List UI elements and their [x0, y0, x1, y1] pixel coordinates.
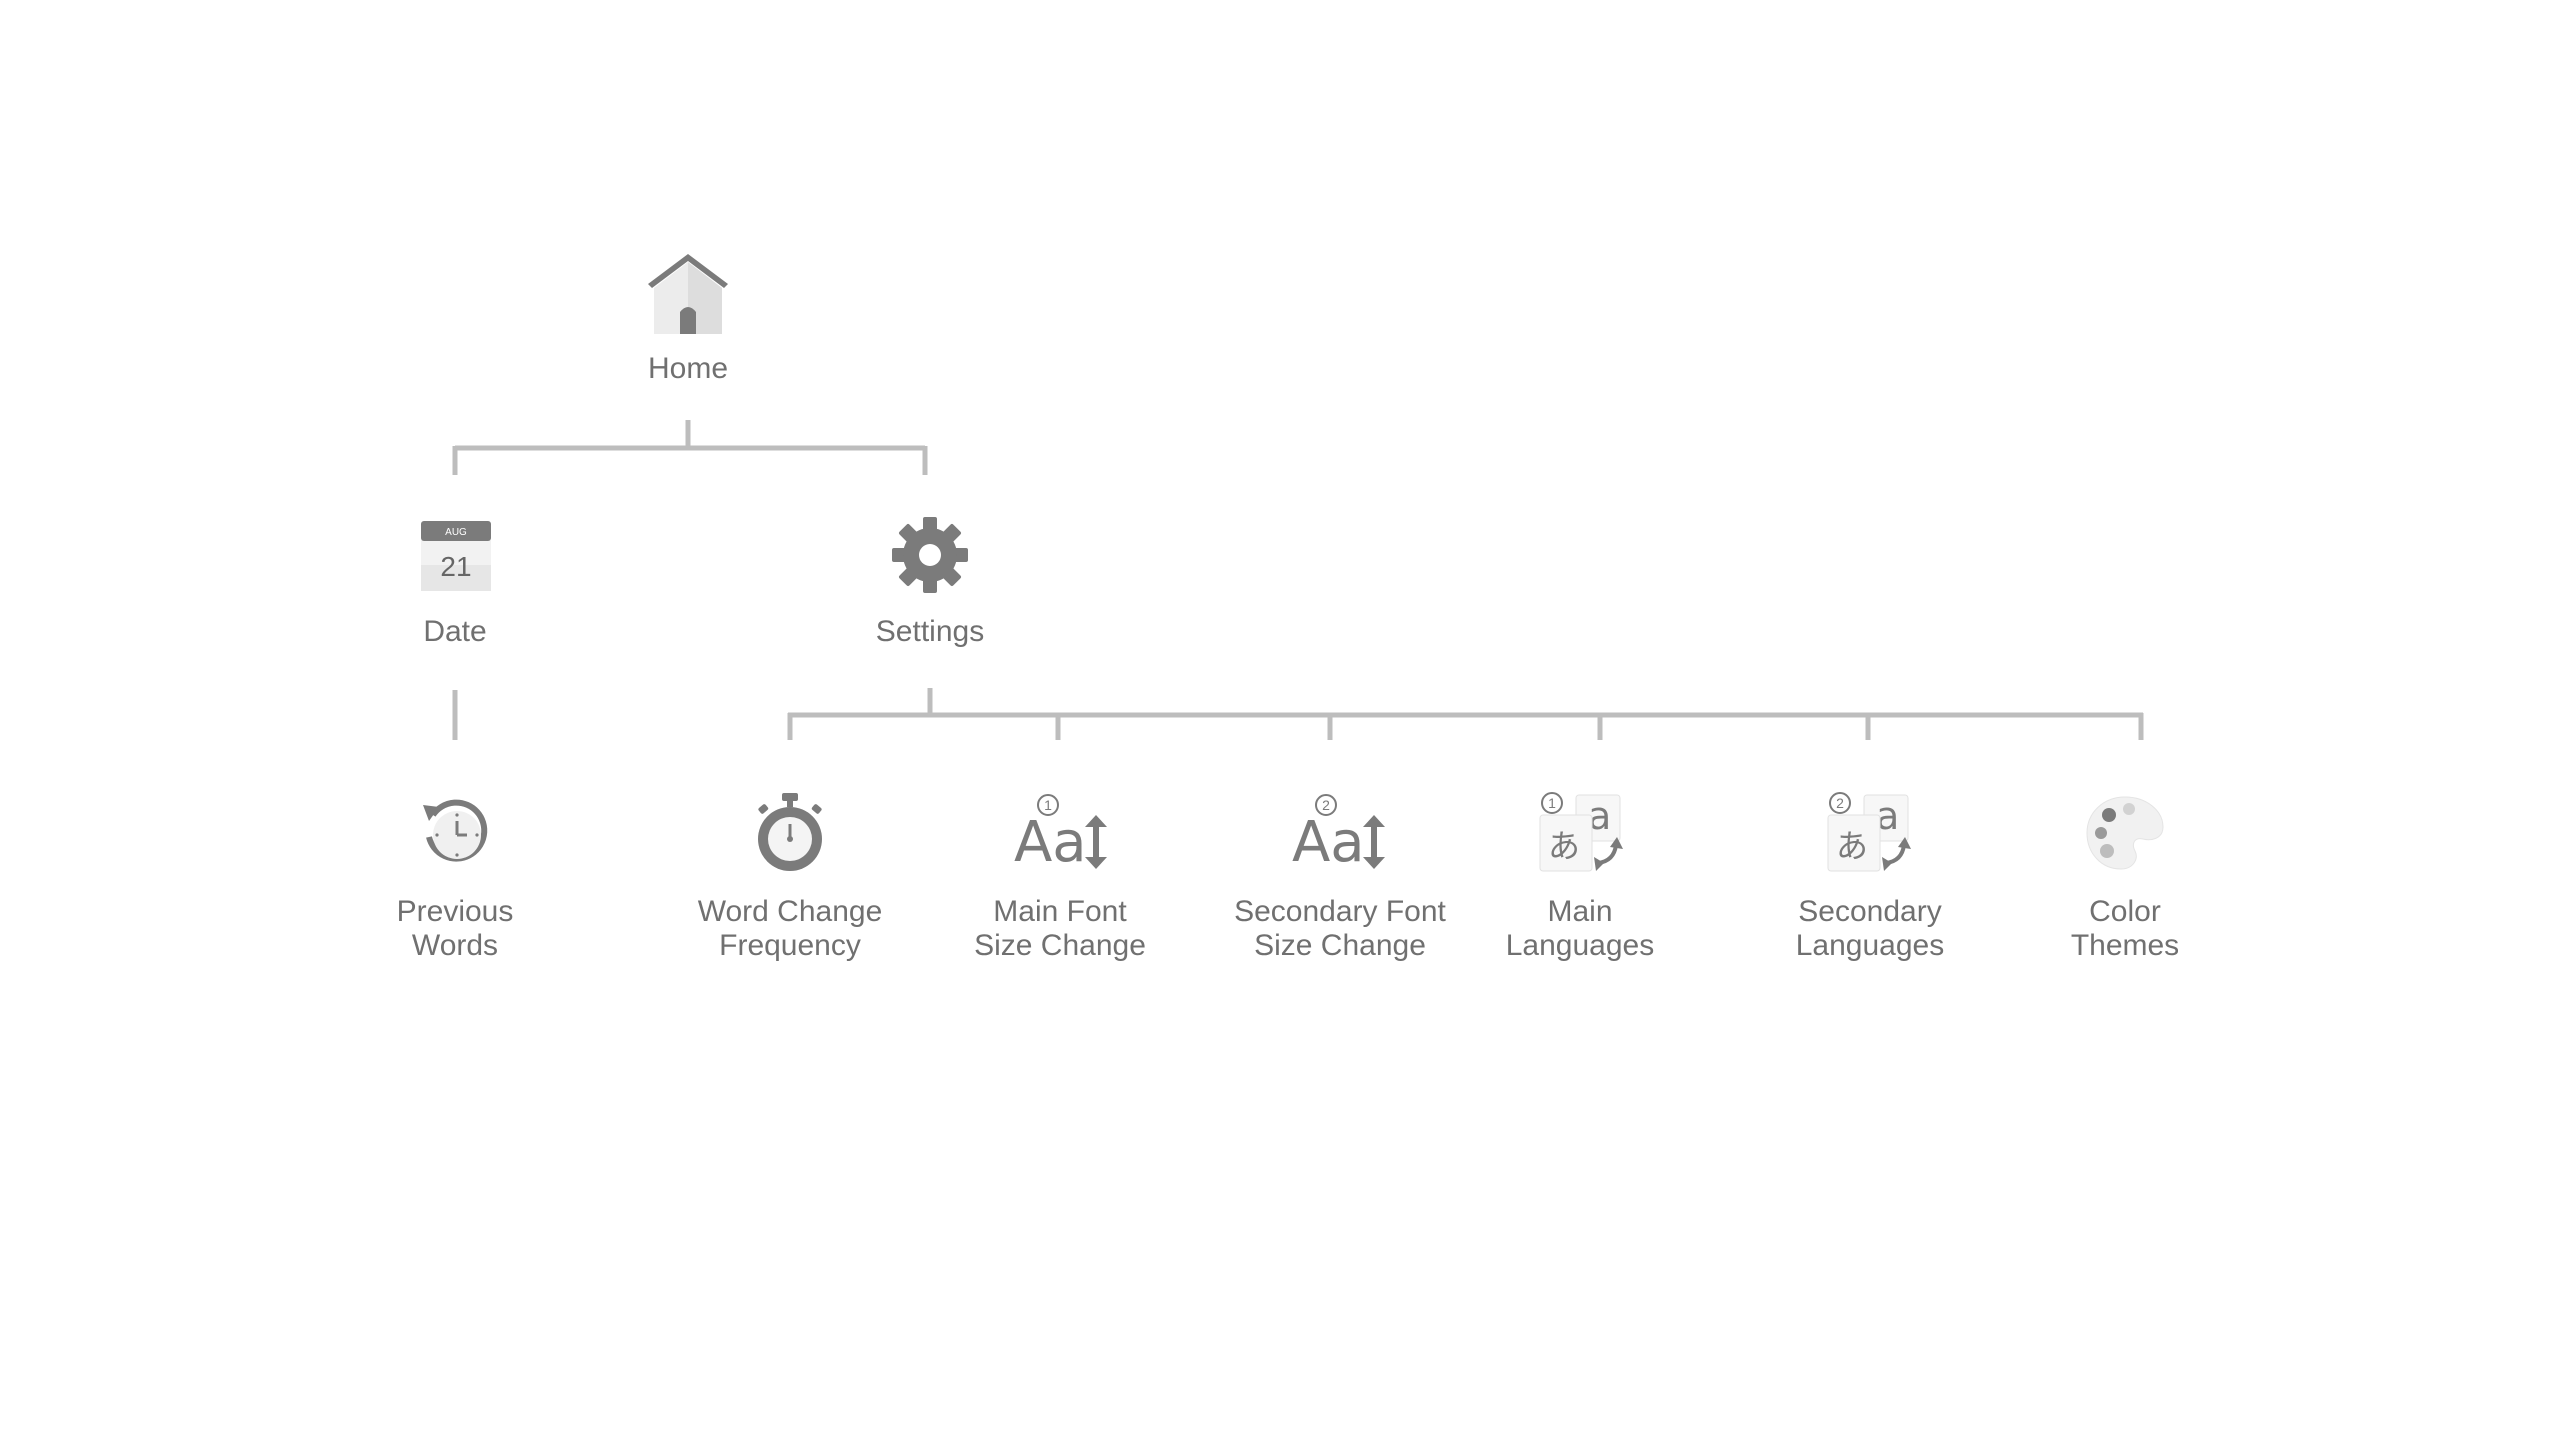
calendar-icon: AUG 21 — [419, 519, 493, 593]
svg-text:あ: あ — [1548, 827, 1580, 865]
node-secondary-font-size-change[interactable]: 2 Aa Secondary Font Size Change — [1230, 785, 1450, 975]
gear-icon — [890, 515, 970, 595]
node-word-change-frequency[interactable]: Word Change Frequency — [690, 785, 890, 975]
calendar-month: AUG — [445, 527, 467, 538]
node-previous-words[interactable]: Previous Words — [355, 785, 555, 975]
node-main-font-size-change-label: Main Font Size Change — [974, 895, 1146, 962]
node-main-languages[interactable]: a あ 1 Main Languages — [1480, 785, 1680, 975]
node-date[interactable]: AUG 21 Date — [355, 505, 555, 665]
node-date-label: Date — [423, 615, 487, 648]
svg-text:2: 2 — [1836, 795, 1844, 811]
node-color-themes-label: Color Themes — [2070, 895, 2180, 962]
node-previous-words-label: Previous Words — [396, 895, 514, 962]
stopwatch-icon — [750, 791, 830, 875]
node-main-font-size-change[interactable]: 1 Aa Main Font Size Change — [960, 785, 1160, 975]
font-size-2-icon: 2 Aa — [1290, 791, 1390, 875]
svg-text:2: 2 — [1322, 797, 1330, 813]
node-home-label: Home — [647, 352, 729, 385]
language-2-icon: a あ 2 — [1824, 791, 1914, 875]
svg-text:a: a — [1588, 794, 1611, 838]
node-home[interactable]: Home — [588, 240, 788, 400]
node-word-change-frequency-label: Word Change Frequency — [697, 895, 883, 962]
svg-text:a: a — [1876, 794, 1899, 838]
node-secondary-languages-label: Secondary Languages — [1795, 895, 1945, 962]
calendar-day: 21 — [440, 551, 471, 582]
svg-text:1: 1 — [1044, 797, 1052, 813]
svg-text:Aa: Aa — [1014, 810, 1087, 875]
svg-text:1: 1 — [1548, 795, 1556, 811]
language-1-icon: a あ 1 — [1536, 791, 1626, 875]
home-icon — [642, 248, 734, 340]
node-color-themes[interactable]: Color Themes — [2025, 785, 2225, 975]
history-clock-icon — [415, 793, 495, 873]
svg-text:Aa: Aa — [1292, 810, 1365, 875]
font-size-1-icon: 1 Aa — [1012, 791, 1112, 875]
node-settings-label: Settings — [875, 615, 985, 648]
node-main-languages-label: Main Languages — [1505, 895, 1655, 962]
palette-icon — [2083, 793, 2167, 873]
node-secondary-languages[interactable]: a あ 2 Secondary Languages — [1760, 785, 1980, 975]
node-settings[interactable]: Settings — [830, 505, 1030, 665]
node-secondary-font-size-change-label: Secondary Font Size Change — [1234, 895, 1446, 962]
svg-text:あ: あ — [1836, 827, 1868, 865]
